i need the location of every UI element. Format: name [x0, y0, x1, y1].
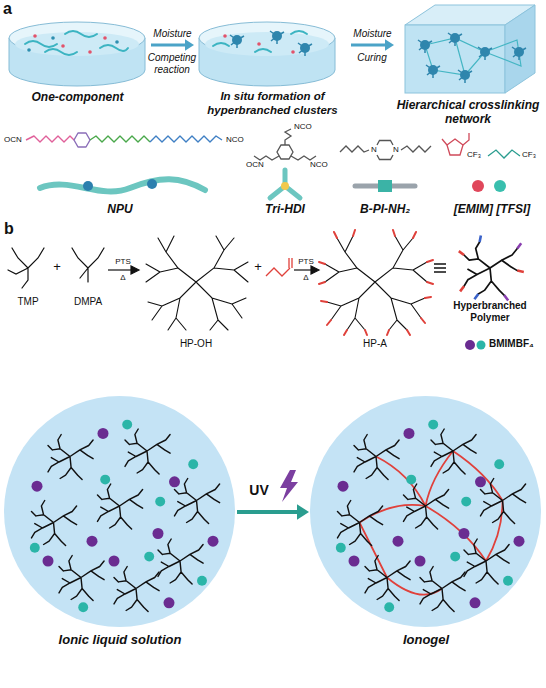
text-label: a: [3, 0, 12, 18]
edge-label: Moisture: [153, 28, 191, 40]
component-icons: [40, 170, 506, 198]
cation-dot: [465, 340, 475, 350]
monomer-structures: [8, 248, 104, 288]
text-label: CF₃: [467, 150, 481, 159]
equivalence-sign: [434, 264, 446, 272]
acrylate-ends: [319, 230, 433, 335]
node-box: Hierarchical crosslinking network: [395, 0, 541, 127]
node-shape: [395, 0, 541, 96]
node-label: In situ formation of hyperbranched clust…: [195, 90, 350, 118]
hp-a-structure: [325, 236, 427, 330]
edge-label: Moisture: [353, 28, 391, 40]
text-label: N: [371, 145, 377, 154]
node-shape: [4, 396, 236, 628]
text-label: Δ: [303, 273, 308, 282]
text-label: BMIMBF₄: [489, 338, 534, 350]
node-box: Ionogel: [310, 396, 542, 648]
uv-lightning: [280, 470, 298, 502]
node-label: Ionic liquid solution: [4, 632, 236, 648]
node-label: Ionogel: [310, 632, 542, 648]
text-label: Hyperbranched Polymer: [437, 300, 543, 323]
text-label: N: [393, 145, 399, 154]
arrow-head: [297, 504, 309, 520]
node-shape: [195, 8, 350, 88]
node-art: [4, 396, 235, 627]
node-label: One-component: [5, 90, 150, 104]
text-label: NCO: [294, 122, 312, 131]
connector-arrow: [237, 504, 309, 520]
text-label: DMPA: [74, 296, 102, 308]
node-box: Ionic liquid solution: [4, 396, 236, 648]
emim-tfsi-structure: [442, 133, 520, 158]
connector-line: [151, 44, 187, 47]
text-label: OCN: [246, 160, 264, 169]
node-shape: [5, 8, 150, 88]
text-label: Tri-HDI: [265, 203, 305, 217]
text-label: OCN: [4, 135, 22, 144]
anion-dot: [477, 341, 486, 350]
text-label: b: [4, 220, 14, 238]
node-shape: [310, 396, 542, 628]
text-label: CF₃: [522, 150, 536, 159]
text-label: [EMIM] [TFSI]: [454, 203, 531, 217]
node-art: [405, 5, 535, 93]
node-art: [199, 22, 335, 86]
node-label: Hierarchical crosslinking network: [395, 98, 541, 127]
text-label: NPU: [107, 203, 132, 217]
text-label: Δ: [120, 273, 125, 282]
text-label: +: [53, 260, 61, 275]
npu-structure: [26, 133, 222, 147]
text-label: Competing reaction: [144, 52, 200, 75]
text-label: +: [254, 260, 262, 275]
node-art: [310, 396, 541, 627]
text-label: Curing: [357, 52, 386, 64]
text-label: PTS: [298, 257, 314, 266]
acrylic-acid: [266, 258, 292, 276]
hyperbranched-icon: [459, 236, 524, 301]
node-box: One-component: [5, 8, 150, 104]
text-label: HP-A: [363, 338, 387, 350]
tri-hdi-structure: [254, 129, 316, 160]
text-label: NCO: [226, 135, 244, 144]
arrow-head: [185, 39, 194, 51]
arrow-head: [385, 39, 394, 51]
hp-oh-structure: [146, 236, 248, 330]
connector-arrow: [351, 39, 394, 51]
node-box: In situ formation of hyperbranched clust…: [195, 8, 350, 118]
b-pi-nh2-structure: [340, 141, 431, 160]
edge-label: UV: [249, 482, 268, 498]
connector-arrow: [151, 39, 194, 51]
text-label: PTS: [115, 257, 131, 266]
text-label: NCO: [310, 160, 328, 169]
text-label: B-PI-NH₂: [360, 203, 410, 217]
node-art: [9, 22, 145, 86]
text-label: TMP: [17, 296, 38, 308]
connector-line: [351, 44, 387, 47]
text-label: HP-OH: [180, 338, 212, 350]
connector-line: [237, 510, 299, 514]
